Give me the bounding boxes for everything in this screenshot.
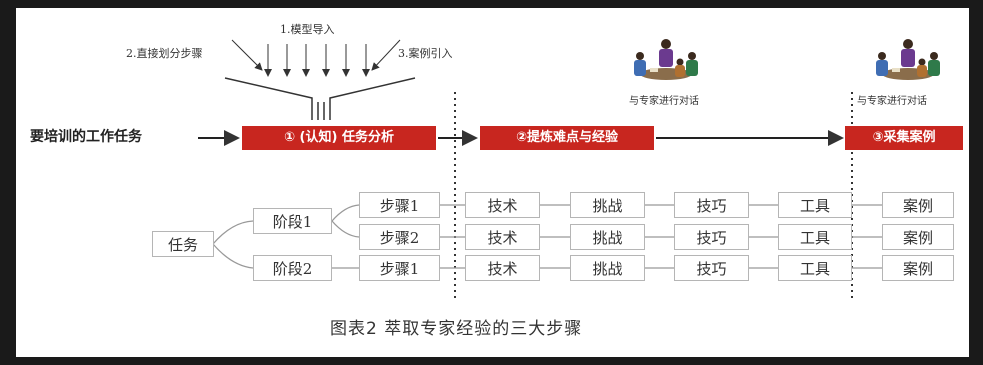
cell-skill: 技巧: [674, 255, 749, 281]
funnel-arrows: [231, 39, 401, 77]
cell-skill: 技巧: [674, 192, 749, 218]
tree-step-row-1: 步骤1: [359, 192, 440, 218]
cell-tool: 工具: [778, 192, 852, 218]
tree-root-task: 任务: [152, 231, 214, 257]
funnel-input-model: 1.模型导入: [280, 23, 335, 36]
funnel-input-case: 3.案例引入: [398, 47, 453, 60]
cell-tool: 工具: [778, 255, 852, 281]
tree-phase-2: 阶段2: [253, 255, 332, 281]
cell-technique: 技术: [465, 255, 540, 281]
tree-step-row-3: 步骤1: [359, 255, 440, 281]
figure-caption: 图表2 萃取专家经验的三大步骤: [330, 319, 583, 339]
tree-step-row-2: 步骤2: [359, 224, 440, 250]
cell-case: 案例: [882, 192, 954, 218]
stage-1-task-analysis: ① (认知) 任务分析: [242, 126, 436, 150]
stage-3-collect-cases: ③采集案例: [845, 126, 963, 150]
task-label: 要培训的工作任务: [30, 129, 142, 145]
stage-2-extract-experience: ②提炼难点与经验: [480, 126, 654, 150]
expert-meeting-illustration-2: [876, 39, 940, 80]
expert-meeting-illustration-1: [634, 39, 698, 80]
expert-caption-2: 与专家进行对话: [857, 96, 927, 107]
funnel-input-direct-steps: 2.直接划分步骤: [126, 47, 203, 60]
cell-challenge: 挑战: [570, 192, 645, 218]
cell-technique: 技术: [465, 224, 540, 250]
cell-tool: 工具: [778, 224, 852, 250]
cell-case: 案例: [882, 255, 954, 281]
cell-challenge: 挑战: [570, 255, 645, 281]
tree-phase-1: 阶段1: [253, 208, 332, 234]
cell-case: 案例: [882, 224, 954, 250]
cell-skill: 技巧: [674, 224, 749, 250]
tree-connectors: [212, 204, 882, 269]
cell-technique: 技术: [465, 192, 540, 218]
cell-challenge: 挑战: [570, 224, 645, 250]
funnel-shape: [224, 77, 416, 120]
expert-caption-1: 与专家进行对话: [629, 96, 699, 107]
